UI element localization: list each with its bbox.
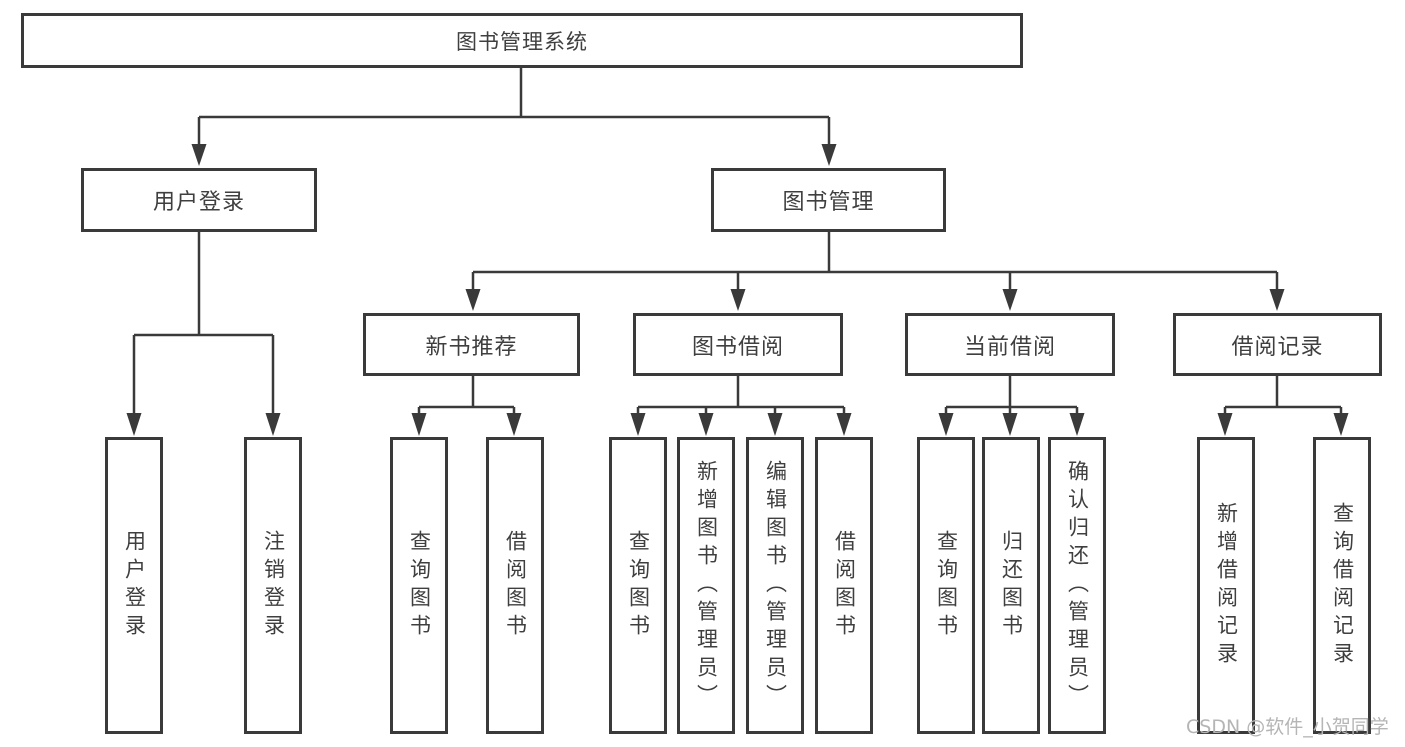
leaf-query-books-current: 查询图书 — [917, 437, 975, 734]
leaf-query-books-current-label: 查询图书 — [934, 529, 959, 642]
leaf-add-books-admin-label: 新增图书（管理员） — [694, 459, 719, 712]
node-book-management-label: 图书管理 — [782, 190, 875, 215]
arrowheads — [126, 144, 1349, 436]
leaf-query-borrow-record: 查询借阅记录 — [1313, 437, 1371, 734]
leaf-confirm-return-admin: 确认归还（管理员） — [1048, 437, 1106, 734]
node-user-login-label: 用户登录 — [152, 190, 245, 215]
leaf-borrow-books-recommend-label: 借阅图书 — [503, 529, 528, 642]
leaf-add-borrow-record: 新增借阅记录 — [1197, 437, 1255, 734]
leaf-edit-books-admin-label: 编辑图书（管理员） — [763, 459, 788, 712]
leaf-borrow-books: 借阅图书 — [815, 437, 873, 734]
leaf-logout: 注销登录 — [244, 437, 302, 734]
leaf-edit-books-admin: 编辑图书（管理员） — [746, 437, 804, 734]
leaf-query-books-borrowing: 查询图书 — [609, 437, 667, 734]
node-book-borrowing: 图书借阅 — [633, 313, 843, 376]
leaf-borrow-books-recommend: 借阅图书 — [486, 437, 544, 734]
leaf-query-books-recommend-label: 查询图书 — [407, 529, 432, 642]
node-current-borrowing: 当前借阅 — [905, 313, 1115, 376]
leaf-query-borrow-record-label: 查询借阅记录 — [1330, 501, 1355, 670]
leaf-add-books-admin: 新增图书（管理员） — [677, 437, 735, 734]
leaf-add-borrow-record-label: 新增借阅记录 — [1214, 501, 1239, 670]
node-borrowing-records: 借阅记录 — [1173, 313, 1382, 376]
node-book-borrowing-label: 图书借阅 — [691, 334, 784, 360]
node-current-borrowing-label: 当前借阅 — [963, 334, 1056, 360]
node-new-book-recommend-label: 新书推荐 — [425, 334, 518, 360]
leaf-return-books-label: 归还图书 — [999, 529, 1024, 642]
leaf-query-books-borrowing-label: 查询图书 — [626, 529, 651, 642]
leaf-user-login-label: 用户登录 — [122, 529, 147, 642]
node-system-root-label: 图书管理系统 — [456, 29, 588, 54]
leaf-return-books: 归还图书 — [982, 437, 1040, 734]
node-new-book-recommend: 新书推荐 — [363, 313, 580, 376]
csdn-watermark: CSDN @软件_小贺同学 — [1186, 716, 1389, 738]
leaf-user-login: 用户登录 — [105, 437, 163, 734]
node-user-login: 用户登录 — [81, 168, 317, 232]
leaf-borrow-books-label: 借阅图书 — [832, 529, 857, 642]
leaf-logout-label: 注销登录 — [261, 529, 286, 642]
node-system-root: 图书管理系统 — [21, 13, 1023, 68]
leaf-confirm-return-admin-label: 确认归还（管理员） — [1065, 459, 1090, 712]
leaf-query-books-recommend: 查询图书 — [390, 437, 448, 734]
node-book-management: 图书管理 — [711, 168, 946, 232]
node-borrowing-records-label: 借阅记录 — [1231, 334, 1324, 360]
